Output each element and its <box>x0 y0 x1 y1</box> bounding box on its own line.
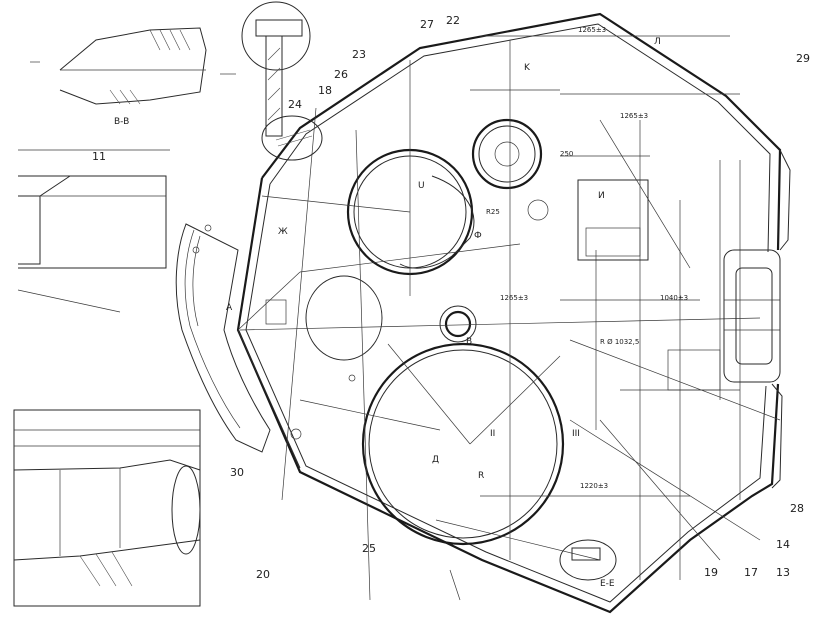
part-label-17: 17 <box>744 566 758 579</box>
section-label-i: И <box>598 191 605 201</box>
small-bore-2 <box>290 428 302 440</box>
part-label-30: 30 <box>230 466 244 479</box>
section-detail-top-left <box>30 27 236 105</box>
part-label-19: 19 <box>704 566 718 579</box>
section-label-d: Д <box>432 455 439 465</box>
section-label-l: Л <box>654 37 661 47</box>
section-label-u: U <box>418 181 425 191</box>
section-detail-bottom-left <box>13 409 201 607</box>
section-labels: B-B E-E Ж K И Л A B Д R Ф U II III <box>114 37 661 589</box>
outer-cast-shell <box>175 223 271 453</box>
section-label-b-b: B-B <box>114 117 129 127</box>
section-label-e-e: E-E <box>600 579 615 589</box>
part-label-29: 29 <box>796 52 810 65</box>
part-label-22: 22 <box>446 14 460 27</box>
section-label-k: K <box>524 63 531 73</box>
small-bore-4 <box>204 224 212 232</box>
dimension-text-6: 250 <box>560 150 573 158</box>
part-label-28: 28 <box>790 502 804 515</box>
part-label-20: 20 <box>256 568 270 581</box>
dimension-text-2: 1265±3 <box>620 112 648 120</box>
dimension-text-ref: R Ø 1032,5 <box>600 338 639 346</box>
pipe-detail <box>241 1 323 161</box>
dimension-text-8: 1040±3 <box>660 294 688 302</box>
dimension-text-3: 1265±3 <box>500 294 528 302</box>
section-label-r: R <box>478 471 484 481</box>
dimension-text-4: 1220±3 <box>580 482 608 490</box>
part-label-24: 24 <box>288 98 302 111</box>
part-label-25: 25 <box>362 542 376 555</box>
gun-mount-right <box>723 149 791 489</box>
part-label-14: 14 <box>776 538 790 551</box>
small-bore-3 <box>348 374 356 382</box>
detail-e-e <box>559 539 617 581</box>
section-label-ii: II <box>490 429 495 439</box>
turret-ring-lower <box>361 342 565 546</box>
section-label-iii: III <box>572 429 580 439</box>
ellipse-port <box>305 275 383 361</box>
part-label-27: 27 <box>420 18 434 31</box>
dimension-lines <box>237 35 781 601</box>
hatch-right-upper <box>471 118 543 190</box>
small-bore-1 <box>527 199 549 221</box>
part-label-11: 11 <box>92 150 106 163</box>
section-label-f: Ф <box>474 231 482 241</box>
hull-outline <box>236 12 782 614</box>
turret-ring-upper <box>346 148 475 276</box>
part-label-26: 26 <box>334 68 348 81</box>
dimension-text-1: 1265±3 <box>578 26 606 34</box>
dimension-text-7: R25 <box>486 208 500 216</box>
part-label-18: 18 <box>318 84 332 97</box>
part-labels: 22 27 23 26 18 24 11 29 20 25 30 19 17 1… <box>92 14 810 581</box>
vision-port-center <box>439 305 477 343</box>
section-profile-left <box>17 149 170 313</box>
part-label-13: 13 <box>776 566 790 579</box>
inner-bracket <box>265 179 721 391</box>
dimension-annotations: 1265±3 1265±3 1265±3 1220±3 R Ø 1032,5 2… <box>486 26 688 490</box>
section-label-zh: Ж <box>278 227 288 237</box>
section-label-a: A <box>226 303 233 313</box>
section-label-v: B <box>466 337 472 347</box>
small-bore-5 <box>192 246 200 254</box>
part-label-23: 23 <box>352 48 366 61</box>
